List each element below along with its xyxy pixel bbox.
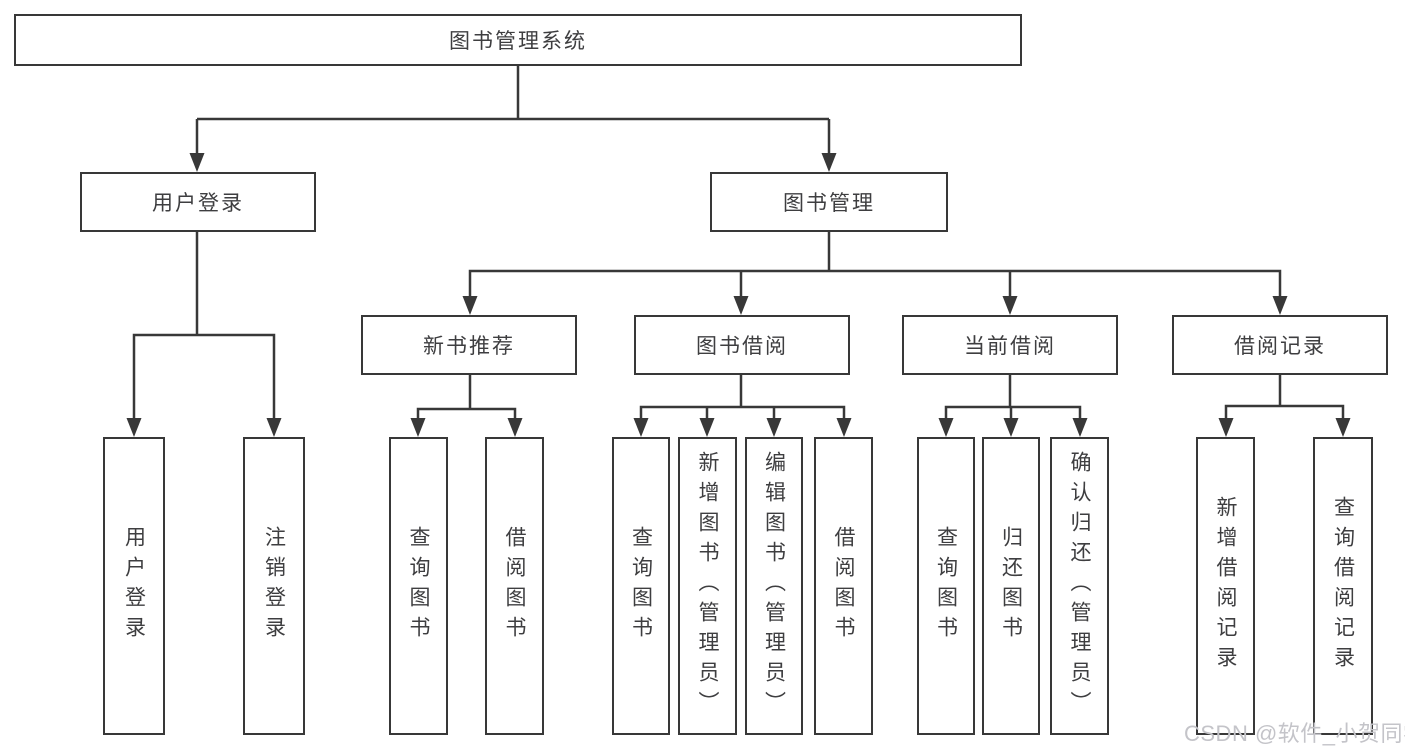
leaf-user-login: 用户登录 bbox=[103, 437, 165, 735]
leaf-add-books-admin-label: 新增图书（管理员） bbox=[696, 451, 719, 721]
node-book-borrow-label: 图书借阅 bbox=[696, 335, 788, 358]
node-book-management: 图书管理 bbox=[710, 172, 948, 232]
leaf-current-query-books: 查询图书 bbox=[917, 437, 975, 735]
leaf-user-login-label: 用户登录 bbox=[122, 526, 146, 646]
node-current-borrow: 当前借阅 bbox=[902, 315, 1118, 375]
leaf-logout: 注销登录 bbox=[243, 437, 305, 735]
csdn-watermark: CSDN @软件_小贺同学 bbox=[1184, 721, 1405, 746]
leaf-recommend-query-books: 查询图书 bbox=[389, 437, 448, 735]
leaf-recommend-query-books-label: 查询图书 bbox=[407, 526, 430, 646]
leaf-recommend-borrow-books-label: 借阅图书 bbox=[503, 526, 526, 646]
leaf-borrow-query-books-label: 查询图书 bbox=[629, 526, 653, 646]
leaf-edit-books-admin-label: 编辑图书（管理员） bbox=[762, 451, 786, 721]
leaf-borrow-query-books: 查询图书 bbox=[612, 437, 670, 735]
leaf-confirm-return-admin-label: 确认归还（管理员） bbox=[1068, 451, 1091, 721]
leaf-confirm-return-admin: 确认归还（管理员） bbox=[1050, 437, 1109, 735]
leaf-current-query-books-label: 查询图书 bbox=[934, 526, 958, 646]
node-new-book-recommend: 新书推荐 bbox=[361, 315, 577, 375]
node-root: 图书管理系统 bbox=[14, 14, 1022, 66]
leaf-return-books-label: 归还图书 bbox=[999, 526, 1023, 646]
leaf-return-books: 归还图书 bbox=[982, 437, 1040, 735]
node-user-login: 用户登录 bbox=[80, 172, 316, 232]
node-root-label: 图书管理系统 bbox=[449, 30, 587, 53]
node-book-borrow: 图书借阅 bbox=[634, 315, 850, 375]
leaf-borrow-books-label: 借阅图书 bbox=[832, 526, 855, 646]
node-borrow-records-label: 借阅记录 bbox=[1234, 335, 1326, 358]
leaf-recommend-borrow-books: 借阅图书 bbox=[485, 437, 544, 735]
node-book-management-label: 图书管理 bbox=[783, 192, 875, 215]
leaf-borrow-books: 借阅图书 bbox=[814, 437, 873, 735]
leaf-edit-books-admin: 编辑图书（管理员） bbox=[745, 437, 803, 735]
leaf-query-borrow-record: 查询借阅记录 bbox=[1313, 437, 1373, 735]
node-borrow-records: 借阅记录 bbox=[1172, 315, 1388, 375]
node-new-book-recommend-label: 新书推荐 bbox=[423, 335, 515, 358]
leaf-logout-label: 注销登录 bbox=[262, 526, 286, 646]
leaf-add-books-admin: 新增图书（管理员） bbox=[678, 437, 737, 735]
leaf-query-borrow-record-label: 查询借阅记录 bbox=[1331, 496, 1355, 676]
node-current-borrow-label: 当前借阅 bbox=[964, 335, 1056, 358]
leaf-add-borrow-record: 新增借阅记录 bbox=[1196, 437, 1255, 735]
leaf-add-borrow-record-label: 新增借阅记录 bbox=[1214, 496, 1237, 676]
node-user-login-label: 用户登录 bbox=[152, 192, 244, 215]
